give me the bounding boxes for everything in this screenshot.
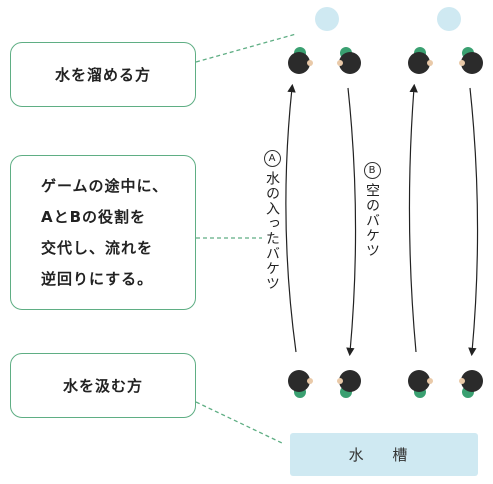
arrow-down-left	[346, 87, 357, 357]
person-bottom-1	[288, 370, 313, 398]
person-bottom-2	[337, 370, 361, 398]
arrow-up-right	[408, 83, 418, 353]
callout-draw-text: 水を汲む方	[62, 377, 143, 395]
water-tank-label: 水 槽	[348, 446, 420, 464]
person-top-3	[408, 47, 433, 74]
label-bucket-a: A 水の入ったバケツ	[262, 150, 282, 291]
callout-draw-side: 水を汲む方	[10, 353, 196, 418]
label-bucket-a-text: 水の入ったバケツ	[264, 171, 280, 291]
arrow-down-right	[468, 87, 479, 357]
person-bottom-3	[408, 370, 433, 398]
water-tank: 水 槽	[290, 433, 478, 476]
person-top-1	[288, 47, 313, 74]
marker-b: B	[363, 162, 381, 179]
callout-swap-line-3: 交代し、流れを	[41, 238, 154, 257]
arrow-up-left	[285, 83, 297, 353]
callout-swap-roles: ゲームの途中に、 AとBの役割を 交代し、流れを 逆回りにする。	[10, 155, 196, 310]
water-drop-left	[315, 7, 339, 31]
person-top-4	[459, 47, 483, 74]
label-bucket-b-text: 空のバケツ	[364, 183, 380, 258]
callout-swap-line-2: AとBの役割を	[41, 207, 147, 226]
water-drop-right	[437, 7, 461, 31]
leader-fill	[195, 33, 297, 63]
marker-a: A	[263, 150, 281, 167]
callout-fill-side: 水を溜める方	[10, 42, 196, 107]
person-bottom-4	[459, 370, 483, 398]
callout-swap-line-4: 逆回りにする。	[41, 269, 154, 288]
label-bucket-b: B 空のバケツ	[362, 162, 382, 258]
callout-fill-text: 水を溜める方	[54, 66, 151, 84]
person-top-2	[337, 47, 361, 74]
callout-swap-line-1: ゲームの途中に、	[41, 176, 169, 195]
leader-draw	[195, 401, 283, 444]
